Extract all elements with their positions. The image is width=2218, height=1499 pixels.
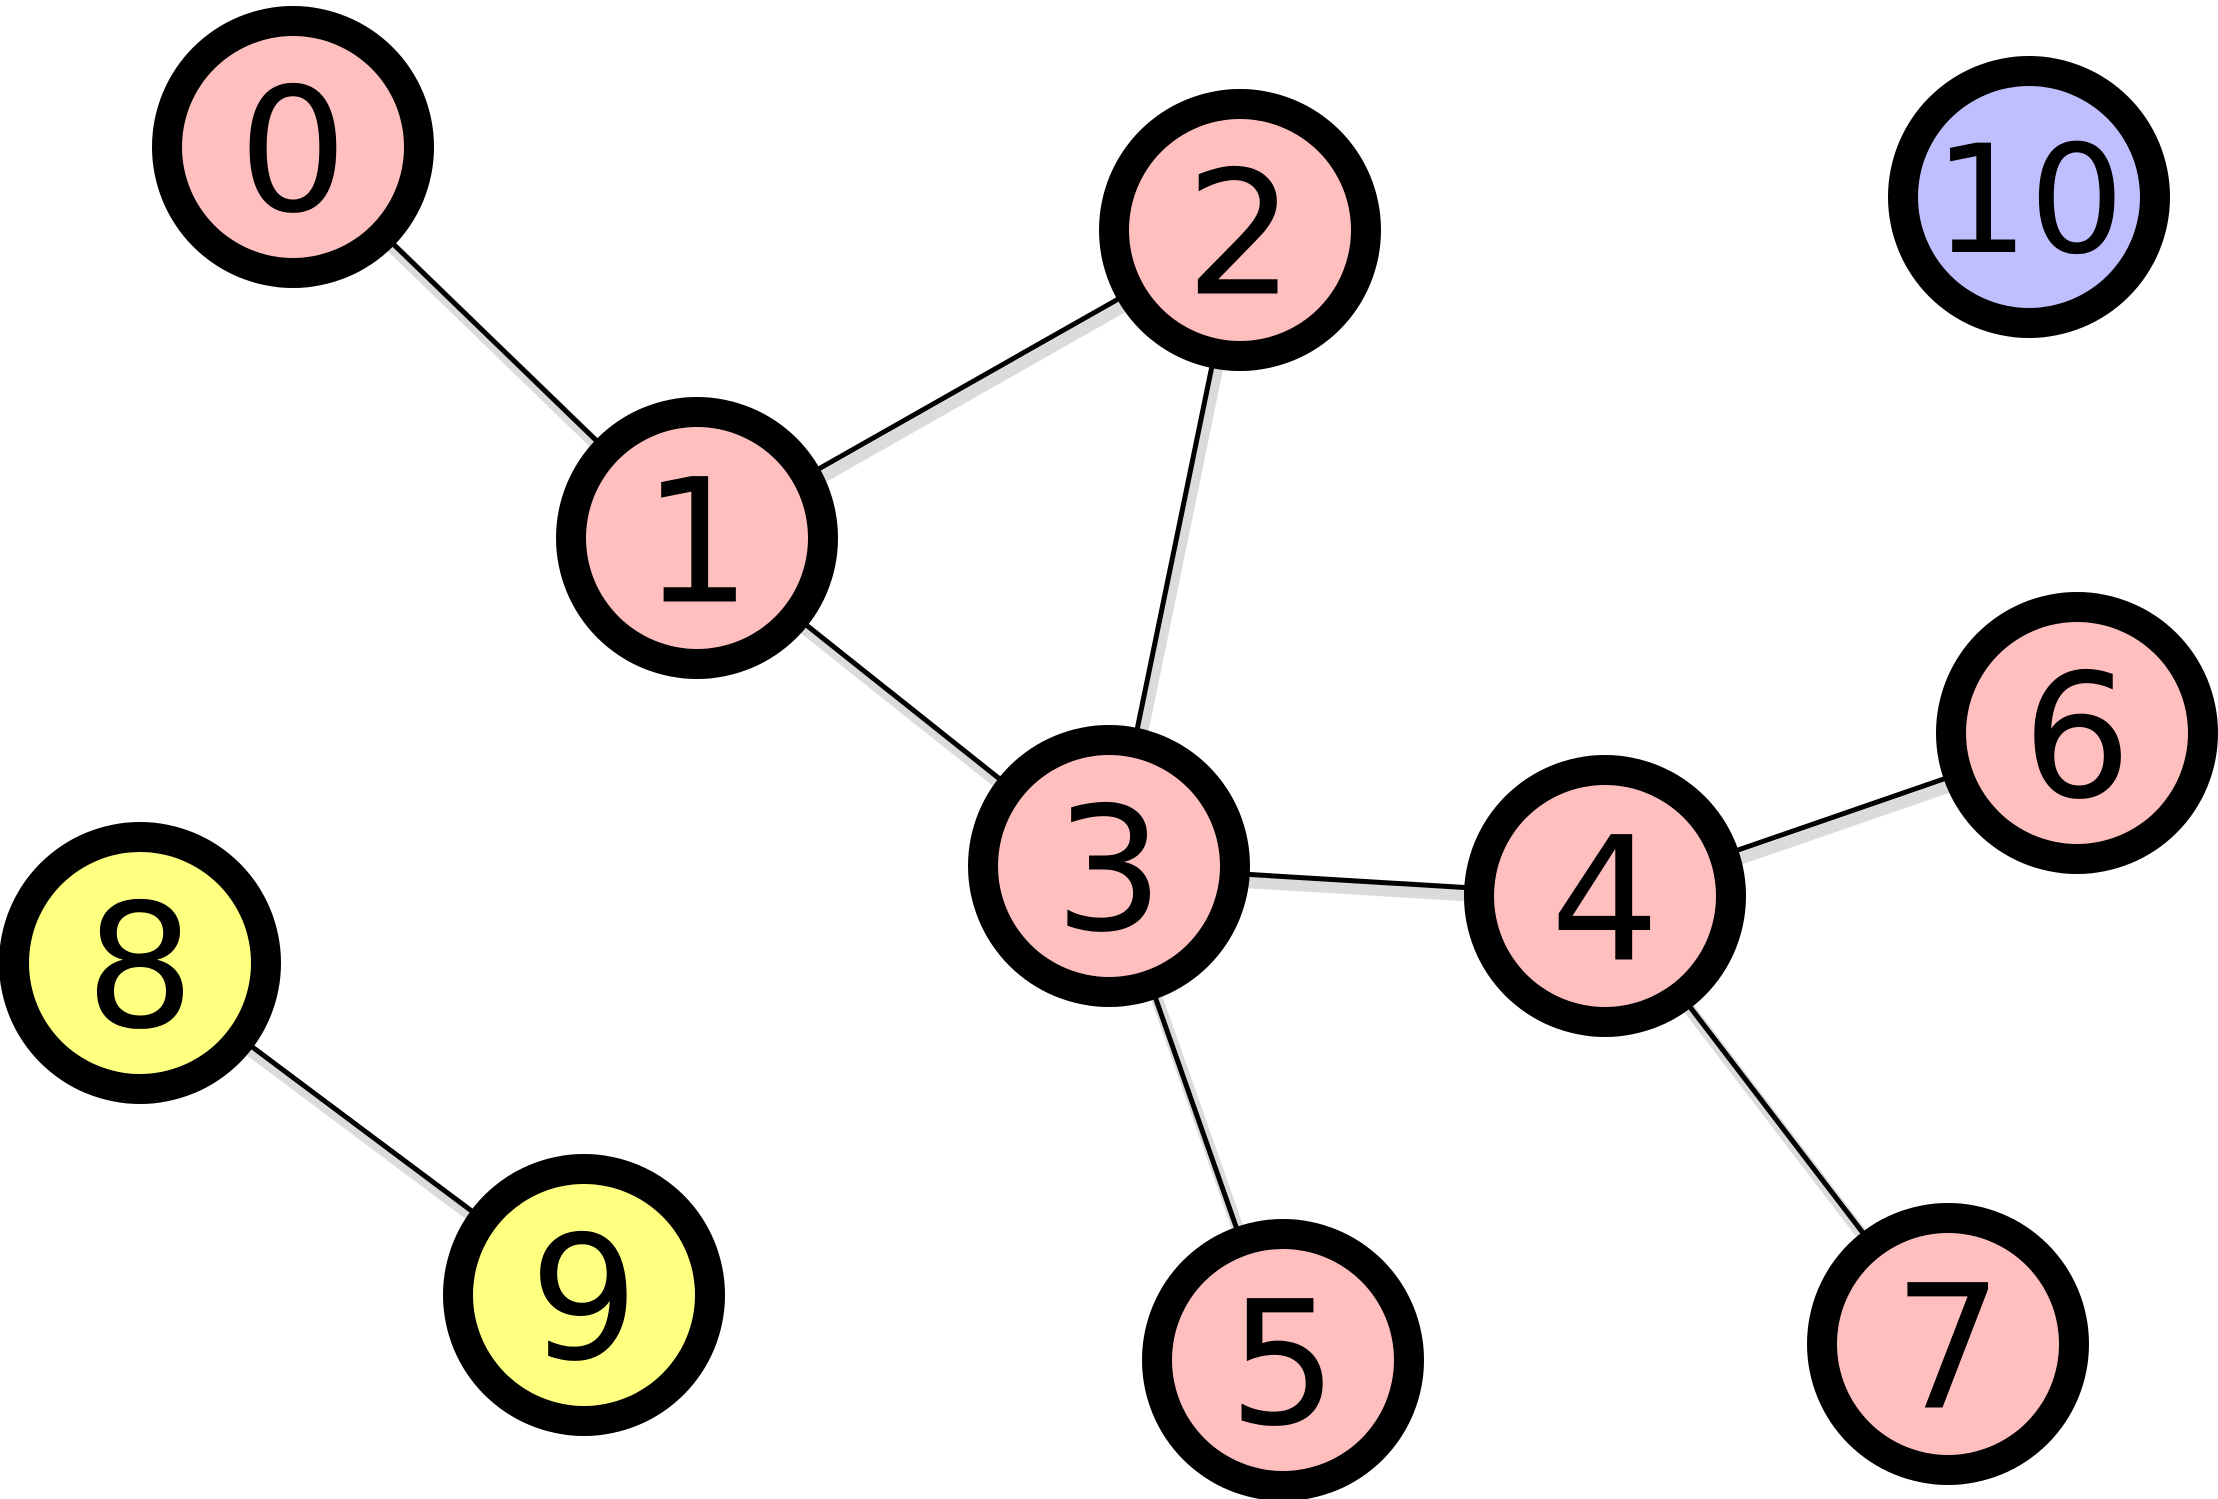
node-fill-7 [1837,1233,2059,1455]
node-label-9: 9 [529,1199,638,1400]
node-label-1: 1 [642,442,751,643]
node-fill-4 [1494,785,1716,1007]
node-label-7: 7 [1893,1248,2002,1449]
node-4: 4 [1464,755,1746,1037]
node-label-5: 5 [1228,1264,1337,1465]
node-label-3: 3 [1054,770,1163,971]
node-label-4: 4 [1550,800,1659,1001]
node-fill-1 [586,427,808,649]
node-fill-8 [29,852,251,1074]
node-fill-10 [1918,86,2140,308]
node-fill-0 [182,36,404,258]
node-5: 5 [1142,1219,1424,1499]
node-label-10: 10 [1934,114,2125,288]
node-9: 9 [443,1154,725,1436]
node-0: 0 [152,6,434,288]
node-7: 7 [1807,1203,2089,1485]
node-fill-6 [1966,622,2188,844]
node-1: 1 [556,397,838,679]
node-label-0: 0 [238,51,347,252]
node-6: 6 [1936,592,2218,874]
node-fill-3 [998,755,1220,977]
node-2: 2 [1099,89,1381,371]
node-10: 10 [1888,56,2170,338]
node-fill-2 [1129,119,1351,341]
node-3: 3 [968,725,1250,1007]
node-label-8: 8 [85,867,194,1068]
node-label-2: 2 [1185,134,1294,335]
node-fill-9 [473,1184,695,1406]
node-fill-5 [1172,1249,1394,1471]
node-label-6: 6 [2022,637,2131,838]
node-8: 8 [0,822,281,1104]
node-layer: 0 1 2 3 4 5 6 7 8 9 10 [0,6,2218,1499]
